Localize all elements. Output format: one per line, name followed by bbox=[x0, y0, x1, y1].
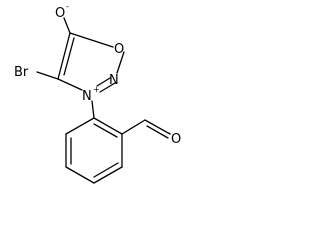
bond-cho-o bbox=[144, 119, 171, 135]
atom-o-ring: O bbox=[114, 42, 124, 57]
bond-c5-oxide bbox=[63, 17, 71, 34]
bond-ar4-ar5 bbox=[93, 166, 123, 184]
atom-o-oxide: O bbox=[55, 6, 65, 21]
bond-c5-o1 bbox=[69, 32, 114, 48]
bond-ar6-ar1-inner bbox=[93, 123, 118, 138]
bond-ar6-ar1 bbox=[93, 117, 123, 135]
atom-o-aldehyde: O bbox=[171, 132, 181, 147]
charge-o-oxide: - bbox=[66, 2, 69, 11]
bond-n2-n3 bbox=[99, 82, 116, 93]
bond-c4-c5 bbox=[57, 32, 71, 80]
bond-ar4-ar5-inner bbox=[93, 162, 119, 178]
bond-o1-n2 bbox=[116, 51, 125, 74]
bond-n2-n3-inner bbox=[96, 77, 111, 87]
atom-n-plus: N bbox=[82, 89, 92, 104]
bond-n3-aryl bbox=[91, 100, 95, 119]
bond-c4-c5-inner bbox=[63, 37, 75, 76]
atom-bromine: Br bbox=[14, 65, 29, 80]
bond-n3-c4 bbox=[57, 78, 83, 91]
charge-n-plus: + bbox=[93, 85, 100, 94]
atom-n-ring: N bbox=[109, 73, 119, 88]
bond-ar3-ar4 bbox=[65, 166, 95, 184]
bond-cho-o-inner bbox=[146, 125, 169, 139]
bond-ar6-cho bbox=[121, 119, 146, 135]
bond-c4-br bbox=[36, 71, 59, 80]
bond-ar1-ar2 bbox=[65, 117, 95, 135]
structure-diagram: O - O N N + Br O bbox=[14, 2, 181, 184]
